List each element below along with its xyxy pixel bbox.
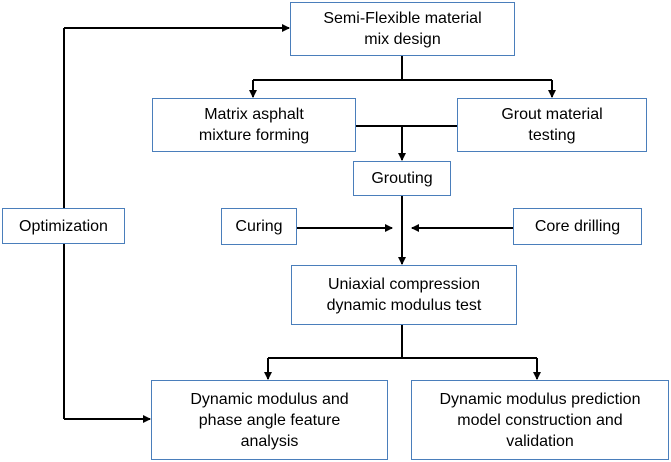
node-core-drilling: Core drilling bbox=[513, 208, 642, 245]
node-grout-testing-label: Grout material testing bbox=[501, 106, 603, 144]
node-curing-label: Curing bbox=[235, 218, 283, 235]
node-feature-analysis-label: Dynamic modulus and phase angle feature … bbox=[190, 390, 349, 450]
node-grouting: Grouting bbox=[353, 161, 451, 196]
node-matrix-forming: Matrix asphalt mixture forming bbox=[152, 98, 356, 152]
node-curing: Curing bbox=[221, 208, 297, 245]
node-mix-design: Semi-Flexible material mix design bbox=[290, 2, 515, 56]
node-prediction-model-label: Dynamic modulus prediction model constru… bbox=[439, 390, 641, 450]
node-grout-testing: Grout material testing bbox=[457, 98, 647, 152]
node-core-drilling-label: Core drilling bbox=[534, 218, 621, 235]
node-mix-design-label: Semi-Flexible material mix design bbox=[323, 10, 482, 48]
node-optimization: Optimization bbox=[2, 208, 125, 244]
node-optimization-label: Optimization bbox=[19, 217, 108, 235]
node-matrix-forming-label: Matrix asphalt mixture forming bbox=[198, 106, 310, 144]
node-prediction-model: Dynamic modulus prediction model constru… bbox=[411, 380, 669, 460]
node-feature-analysis: Dynamic modulus and phase angle feature … bbox=[151, 380, 388, 460]
node-uniaxial-test: Uniaxial compression dynamic modulus tes… bbox=[291, 265, 517, 325]
node-uniaxial-test-label: Uniaxial compression dynamic modulus tes… bbox=[326, 276, 482, 314]
node-grouting-label: Grouting bbox=[371, 170, 433, 187]
